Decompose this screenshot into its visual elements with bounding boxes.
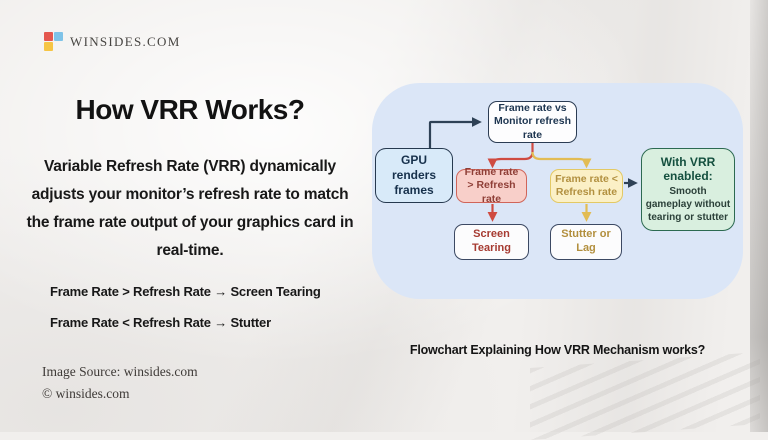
brush-stroke-right bbox=[750, 0, 768, 432]
windows-squares-icon bbox=[44, 32, 63, 51]
vrr-heading: With VRR enabled: bbox=[660, 154, 716, 183]
arrow-compare-to-low bbox=[531, 151, 592, 169]
brand-logo: WINSIDES.COM bbox=[44, 32, 181, 51]
node-line: Screen bbox=[473, 228, 510, 241]
node-line: > Refresh rate bbox=[467, 179, 516, 205]
node-line: GPU bbox=[400, 153, 427, 167]
node-line: Stutter or bbox=[561, 228, 611, 241]
vrr-body: Smooth gameplay without tearing or stutt… bbox=[645, 186, 731, 224]
node-screen-tearing: Screen Tearing bbox=[454, 224, 529, 260]
node-line: Frame rate < bbox=[555, 172, 618, 185]
logo-square-red bbox=[44, 32, 53, 41]
logo-square-white bbox=[54, 42, 63, 51]
relation-tearing: Frame Rate > Refresh Rate → Screen Teari… bbox=[50, 284, 321, 299]
node-stutter-or-lag: Stutter or Lag bbox=[550, 224, 622, 260]
node-line: Refresh rate bbox=[555, 186, 618, 198]
relation-stutter: Frame Rate < Refresh Rate → Stutter bbox=[50, 315, 271, 330]
flowchart-caption: Flowchart Explaining How VRR Mechanism w… bbox=[409, 343, 706, 357]
node-with-vrr-enabled: With VRR enabled: Smooth gameplay withou… bbox=[641, 148, 735, 231]
node-line: Tearing bbox=[472, 242, 511, 254]
node-line: Frame rate vs bbox=[498, 102, 567, 115]
intro-paragraph: Variable Refresh Rate (VRR) dynamically … bbox=[26, 158, 354, 259]
node-line: Lag bbox=[576, 242, 596, 254]
logo-square-yellow bbox=[44, 42, 53, 51]
node-line: Monitor refresh rate bbox=[493, 115, 571, 141]
node-framerate-vs-refreshrate: Frame rate vs Monitor refresh rate bbox=[488, 101, 577, 143]
brand-name: WINSIDES.COM bbox=[70, 33, 181, 49]
node-line: renders bbox=[391, 168, 437, 182]
logo-square-blue bbox=[54, 32, 63, 41]
arrow-gpu-to-compare bbox=[428, 117, 482, 149]
node-line: frames bbox=[394, 183, 434, 197]
vrr-flowchart-panel: GPU renders frames Frame rate vs Monitor… bbox=[372, 83, 743, 299]
image-source-credit: Image Source: winsides.com bbox=[42, 364, 198, 379]
brush-strokes-bottom-right bbox=[530, 351, 760, 440]
node-framerate-less: Frame rate < Refresh rate bbox=[550, 169, 623, 203]
flowchart-arrows bbox=[428, 117, 638, 222]
node-line: Frame rate bbox=[464, 166, 519, 179]
node-gpu-renders-frames: GPU renders frames bbox=[375, 148, 453, 203]
copyright-line: © winsides.com bbox=[42, 386, 130, 401]
node-framerate-greater: Frame rate > Refresh rate bbox=[456, 166, 527, 205]
arrow-compare-to-high bbox=[487, 143, 534, 169]
page-title: How VRR Works? bbox=[75, 94, 305, 125]
